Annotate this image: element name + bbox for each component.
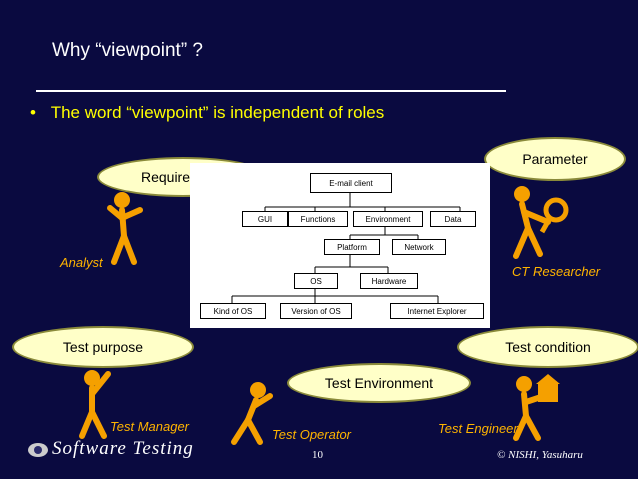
role-test-engineer: Test Engineer [438,421,518,436]
bubble-test-environment: Test Environment [287,363,471,403]
diagram-node-functions: Functions [288,211,348,227]
diagram-node-platform: Platform [324,239,380,255]
diagram-node-network: Network [392,239,446,255]
logo-eye-icon [28,443,48,457]
test-engineer-figure-icon [513,374,560,441]
diagram-node-environment: Environment [353,211,423,227]
diagram-node-os: OS [294,273,338,289]
diagram-node-gui: GUI [242,211,288,227]
bubble-test-environment-text: Test Environment [324,375,434,391]
bullet-point: • The word “viewpoint” is independent of… [30,103,384,123]
role-ct-researcher: CT Researcher [512,264,601,279]
bubble-test-purpose: Test purpose [12,326,194,368]
diagram-connectors [231,193,461,303]
role-test-manager: Test Manager [110,419,190,434]
copyright: © NISHI, Yasuharu [497,449,583,461]
diagram-node-internet-explorer: Internet Explorer [390,303,484,319]
test-manager-figure-icon [79,370,111,439]
role-test-operator: Test Operator [272,427,352,442]
diagram-node-hardware: Hardware [360,273,418,289]
diagram-node-version-of-os: Version of OS [280,303,352,319]
diagram-node-root: E-mail client [310,173,392,193]
bubble-parameter-text: Parameter [522,151,588,167]
bubble-test-condition: Test condition [457,326,638,368]
bullet-marker: • [30,103,36,122]
bullet-text: The word “viewpoint” is independent of r… [50,103,385,122]
analyst-figure-icon [107,192,143,265]
viewpoint-tree-diagram: E-mail client GUI Functions Environment … [190,163,490,328]
page-number: 10 [312,449,323,461]
test-operator-figure-icon [231,382,273,445]
bubble-test-purpose-text: Test purpose [62,339,144,355]
diagram-node-kind-of-os: Kind of OS [200,303,266,319]
diagram-node-data: Data [430,211,476,227]
bubble-test-condition-text: Test condition [505,339,591,355]
bubble-parameter: Parameter [484,137,626,181]
title-divider [36,90,506,92]
role-analyst: Analyst [60,255,103,270]
ct-researcher-figure-icon [513,186,569,259]
footer-logo-text: Software Testing [52,438,194,459]
page-title: Why “viewpoint” ? [52,40,203,61]
